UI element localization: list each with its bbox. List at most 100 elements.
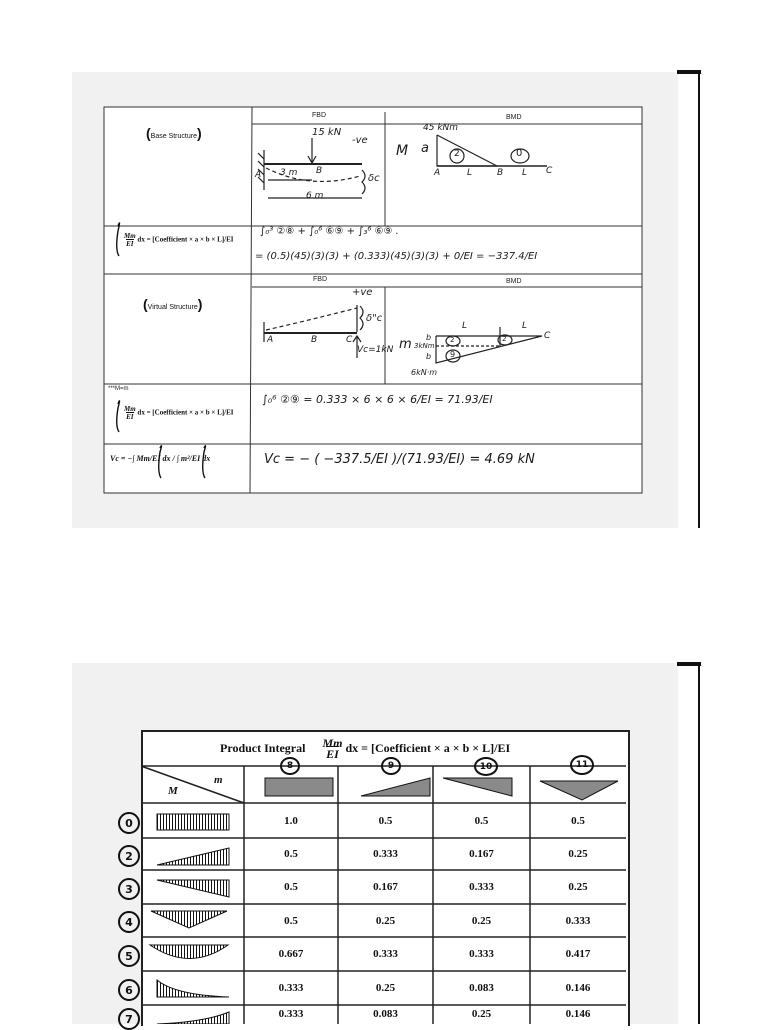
page-edge-line: [698, 74, 700, 528]
base-bmd-moment: 45 kNm: [423, 123, 459, 133]
base-bmd-a: a: [421, 141, 429, 156]
cell-r0-c2: 0.5: [474, 814, 489, 827]
col-num-9-text: 9: [387, 761, 395, 771]
base-bmd-M: M: [396, 143, 409, 159]
virtual-pt-b: B: [311, 335, 318, 345]
cell-r2-c2: 0.333: [469, 881, 494, 893]
virtual-bmd-num3: 2: [502, 335, 507, 343]
fbd-header-2: FBD: [313, 276, 327, 283]
row-num-6: 6: [118, 979, 140, 1001]
virtual-bmd-m: m: [399, 337, 412, 352]
bmd-header-2: BMD: [506, 278, 522, 285]
col-num-9: 9: [381, 757, 401, 775]
base-point-b: B: [316, 166, 323, 176]
corner-M: M: [168, 785, 178, 797]
cell-r6-c3: 0.146: [565, 1008, 591, 1020]
product-integral-table: [141, 730, 630, 1026]
cell-r5-c2: 0.083: [469, 982, 494, 994]
row-num-7: 7: [118, 1008, 140, 1030]
base-bmd-pt-c: C: [546, 166, 553, 176]
row-num-0: 0: [118, 812, 140, 834]
cell-r1-c0: 0.5: [284, 848, 298, 860]
vc-formula-text: Vc = −∫ Mm/EI dx / ∫ m²/EI dx: [110, 454, 211, 463]
integral-formula-2: dx = [Coefficient × a × b × L]/EI: [137, 408, 234, 417]
vc-result: Vc = − ( −337.5/EI )/(71.93/EI) = 4.69 k…: [264, 452, 535, 467]
row-num-5: 5: [118, 945, 140, 967]
cell-r5-c1: 0.25: [375, 982, 396, 994]
base-structure-text: Base Structure: [150, 133, 197, 140]
page2-edge-line: [698, 666, 700, 1024]
virtual-sign-label: +ve: [352, 287, 373, 298]
cell-r5-c3: 0.146: [565, 982, 591, 994]
bmd-header: BMD: [506, 114, 522, 121]
col-num-11: 11: [570, 755, 594, 775]
virtual-bmd-b1: b: [426, 333, 432, 342]
col-num-8: 8: [280, 757, 300, 775]
virtual-reaction: Vc=1kN: [357, 345, 394, 355]
base-bmd-zero-num: 0: [516, 148, 523, 159]
virtual-deflection-label: δ"c: [366, 313, 383, 324]
base-fbd-sketch: [257, 138, 366, 199]
cell-r1-c2: 0.167: [469, 848, 494, 860]
virtual-bmd-pt-c: C: [544, 331, 551, 341]
virtual-bmd-sketch: [435, 327, 543, 364]
cell-r3-c2: 0.25: [471, 914, 492, 927]
cell-r1-c3: 0.25: [568, 848, 588, 860]
row-num-2: 2: [118, 845, 140, 867]
virtual-fbd-sketch: [263, 305, 364, 358]
page-edge-mark: [677, 70, 701, 74]
cell-r6-c0: 0.333: [278, 1008, 304, 1020]
corner-m: m: [214, 774, 223, 786]
base-bmd-pt-a: A: [434, 168, 441, 178]
base-bmd-pt-b: B: [497, 168, 504, 178]
cell-r1-c1: 0.333: [373, 848, 398, 860]
cell-r5-c0: 0.333: [278, 982, 304, 994]
cell-r2-c1: 0.167: [373, 881, 398, 893]
cell-r0-c3: 0.5: [571, 814, 585, 827]
virtual-bmd-moment: 6kN·m: [411, 368, 438, 377]
base-span-1: 3 m: [280, 168, 298, 178]
virtual-pt-c: C: [346, 335, 353, 345]
table-formula: dx = [Coefficient × a × b × L]/EI: [345, 740, 511, 755]
base-bmd-sketch: [436, 134, 547, 167]
base-bmd-len1: L: [467, 168, 473, 178]
virtual-bmd-len1: L: [462, 321, 468, 331]
cell-r4-c0: 0.667: [278, 948, 304, 960]
mm-note: ***M=m: [108, 386, 129, 392]
cell-r6-c2: 0.25: [471, 1008, 492, 1020]
integral-formula-1: dx = [Coefficient × a × b × L]/EI: [137, 235, 234, 244]
integral-row1-line1: ∫₀³ ②⑧ + ∫₀⁶ ⑥⑨ + ∫₃⁶ ⑥⑨ .: [260, 226, 399, 237]
fbd-header: FBD: [312, 112, 326, 119]
row-num-3: 3: [118, 878, 140, 900]
virtual-structure-label: (Virtual Structure): [143, 296, 203, 312]
virtual-pt-a: A: [267, 335, 274, 345]
base-load-label: 15 kN: [312, 127, 342, 138]
cell-r4-c2: 0.333: [469, 948, 494, 960]
integral-row1-line2: = (0.5)(45)(3)(3) + (0.333)(45)(3)(3) + …: [255, 251, 538, 262]
virtual-bmd-num2: 9: [450, 350, 456, 359]
integral-row2: ∫₀⁶ ②⑨ = 0.333 × 6 × 6 × 6/EI = 71.93/EI: [262, 393, 493, 406]
base-bmd-shape-num: 2: [454, 149, 460, 159]
virtual-bmd-len2: L: [522, 321, 528, 331]
base-sign-label: -ve: [352, 135, 368, 146]
cell-r6-c1: 0.083: [373, 1008, 398, 1020]
virtual-bmd-num1: 2: [450, 336, 455, 344]
base-bmd-len2: L: [522, 168, 528, 178]
page2-edge-mark: [677, 662, 701, 666]
table-title-text: Product Integral: [220, 740, 306, 755]
col-num-10: 10: [474, 757, 498, 776]
cell-r4-c3: 0.417: [565, 948, 591, 960]
virtual-structure-text: Virtual Structure: [147, 304, 198, 311]
base-point-a: A: [255, 170, 262, 180]
cell-r2-c3: 0.25: [568, 881, 588, 893]
cell-r0-c0: 1.0: [284, 814, 298, 827]
row-num-4: 4: [118, 911, 140, 933]
col-num-10-text: 10: [479, 761, 493, 772]
cell-r3-c0: 0.5: [284, 914, 298, 927]
base-deflection-label: δc: [368, 173, 380, 184]
cell-r0-c1: 0.5: [378, 814, 393, 827]
integral-symbols: [116, 222, 207, 479]
